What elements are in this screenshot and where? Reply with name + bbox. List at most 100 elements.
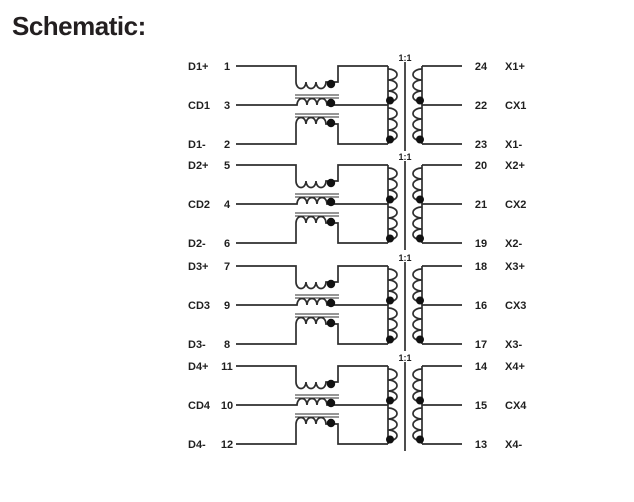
polarity-dot	[416, 435, 424, 444]
pin-number-left: 10	[221, 400, 233, 412]
polarity-dot	[416, 135, 424, 144]
polarity-dot	[326, 418, 336, 428]
choke-top-winding	[236, 265, 388, 290]
pin-name-left: D1-	[188, 139, 206, 151]
pin-name-left: D2+	[188, 160, 209, 172]
choke-mid-winding	[236, 97, 388, 106]
choke-bot-winding	[236, 116, 388, 145]
choke-top-winding	[236, 164, 388, 189]
primary-winding	[387, 268, 398, 342]
page-title: Schematic:	[12, 11, 146, 41]
pin-number-right: 14	[475, 361, 488, 373]
pin-name-left: CD4	[188, 400, 211, 412]
pin-name-right: CX1	[505, 100, 526, 112]
pin-name-right: CX4	[505, 400, 527, 412]
polarity-dot	[326, 98, 336, 108]
pin-number-left: 5	[224, 160, 230, 172]
polarity-dot	[386, 435, 394, 444]
pin-number-right: 21	[475, 199, 487, 211]
pin-number-right: 18	[475, 261, 487, 273]
choke-mid-winding	[236, 397, 388, 406]
secondary-stem	[421, 365, 462, 445]
pin-number-right: 24	[475, 61, 488, 73]
choke-core	[295, 394, 339, 418]
pin-name-right: X3-	[505, 339, 522, 351]
polarity-dot	[326, 379, 336, 389]
pin-number-right: 17	[475, 339, 487, 351]
polarity-dot	[386, 234, 394, 243]
secondary-winding	[412, 368, 423, 442]
polarity-dot	[386, 96, 394, 105]
primary-winding	[387, 167, 398, 241]
pin-name-right: X1+	[505, 61, 525, 73]
pin-number-right: 23	[475, 139, 487, 151]
polarity-dot	[416, 335, 424, 344]
polarity-dot	[416, 396, 424, 405]
polarity-dot	[386, 195, 394, 204]
secondary-winding	[412, 167, 423, 241]
choke-core	[295, 193, 339, 217]
choke-top-winding	[236, 365, 388, 390]
polarity-dot	[386, 396, 394, 405]
pin-number-left: 11	[221, 361, 233, 373]
pin-number-left: 7	[224, 261, 230, 273]
pin-name-right: X3+	[505, 261, 525, 273]
polarity-dot	[326, 118, 336, 128]
pin-name-right: X4-	[505, 439, 522, 451]
secondary-winding	[412, 68, 423, 142]
polarity-dot	[326, 279, 336, 289]
polarity-dot	[326, 398, 336, 408]
polarity-dot	[386, 296, 394, 305]
ratio-label: 1:1	[398, 152, 411, 162]
pin-number-left: 1	[224, 61, 230, 73]
pin-name-right: X1-	[505, 139, 522, 151]
pin-name-left: D4+	[188, 361, 209, 373]
pin-name-left: D3+	[188, 261, 209, 273]
pin-name-left: D4-	[188, 439, 206, 451]
polarity-dot	[326, 178, 336, 188]
polarity-dot	[326, 298, 336, 308]
polarity-dot	[326, 318, 336, 328]
choke-bot-winding	[236, 416, 388, 445]
pin-number-right: 16	[475, 300, 487, 312]
primary-winding	[387, 68, 398, 142]
ratio-label: 1:1	[398, 353, 411, 363]
polarity-dot	[416, 96, 424, 105]
choke-bot-winding	[236, 316, 388, 345]
pin-number-left: 4	[224, 199, 231, 211]
secondary-winding	[412, 268, 423, 342]
polarity-dot	[326, 197, 336, 207]
primary-winding	[387, 368, 398, 442]
pin-number-left: 9	[224, 300, 230, 312]
ratio-label: 1:1	[398, 53, 411, 63]
pin-name-right: CX3	[505, 300, 526, 312]
choke-bot-winding	[236, 215, 388, 244]
pin-number-right: 15	[475, 400, 487, 412]
choke-mid-winding	[236, 297, 388, 306]
polarity-dot	[416, 234, 424, 243]
polarity-dot	[416, 195, 424, 204]
pin-name-left: D2-	[188, 238, 206, 250]
pin-number-left: 2	[224, 139, 230, 151]
polarity-dot	[326, 79, 336, 89]
pin-number-right: 22	[475, 100, 487, 112]
pin-number-right: 13	[475, 439, 487, 451]
secondary-stem	[421, 164, 462, 244]
pin-name-right: X4+	[505, 361, 525, 373]
choke-mid-winding	[236, 196, 388, 205]
pin-name-right: X2-	[505, 238, 522, 250]
pin-number-left: 6	[224, 238, 230, 250]
secondary-stem	[421, 65, 462, 145]
pin-number-right: 19	[475, 238, 487, 250]
pin-number-left: 8	[224, 339, 230, 351]
pin-name-left: D3-	[188, 339, 206, 351]
pin-name-left: D1+	[188, 61, 209, 73]
pin-name-left: CD3	[188, 300, 210, 312]
pin-name-left: CD1	[188, 100, 210, 112]
pin-name-right: X2+	[505, 160, 525, 172]
